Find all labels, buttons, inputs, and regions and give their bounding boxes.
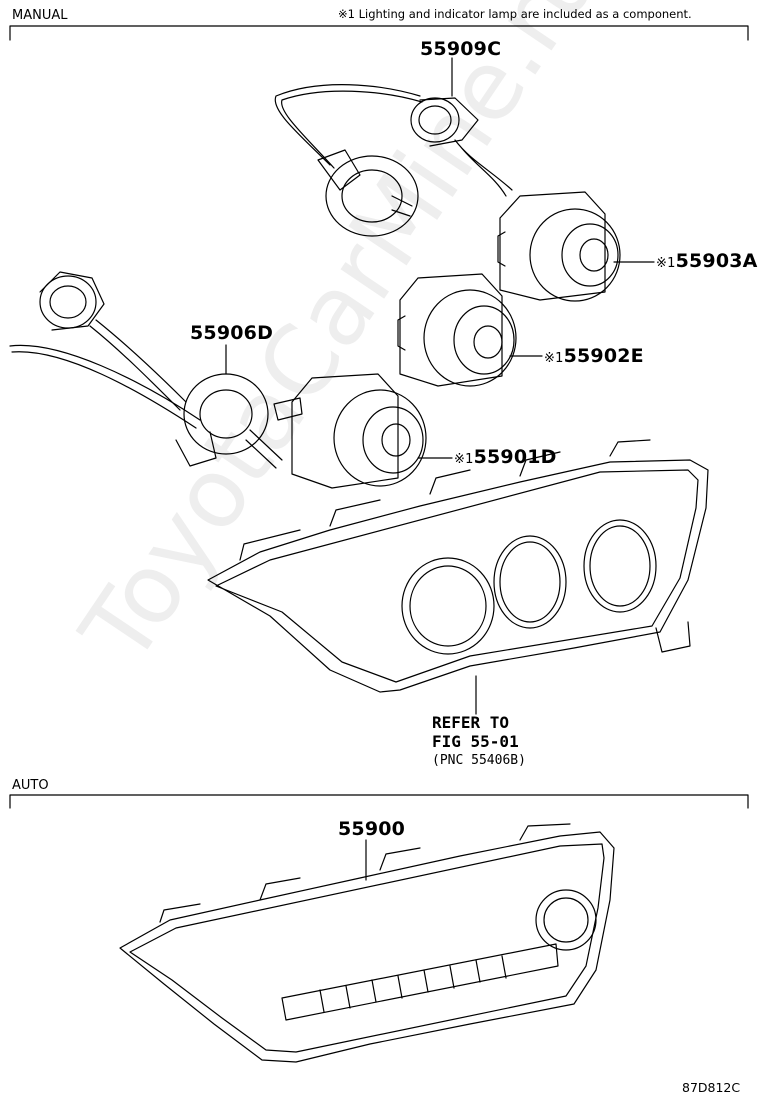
manual-frame	[9, 25, 749, 41]
component-mark: ※1	[544, 351, 564, 366]
part-number-55902e: ※155902E	[544, 345, 644, 367]
section-label-manual: MANUAL	[12, 8, 68, 23]
refer-line-3: (PNC 55406B)	[432, 753, 526, 768]
component-note: ※1 Lighting and indicator lamp are inclu…	[338, 7, 692, 21]
manual-panel	[207, 439, 709, 693]
part-number-55902e-text: 55902E	[563, 345, 644, 367]
wire-harness-55906d	[9, 271, 283, 469]
knob-55901d	[273, 373, 427, 489]
part-number-55900: 55900	[338, 818, 406, 840]
diagram-code: 87D812C	[682, 1080, 741, 1095]
part-number-55906d: 55906D	[190, 322, 274, 344]
part-number-55903a-text: 55903A	[675, 250, 758, 272]
knob-55902e	[397, 273, 517, 387]
refer-line-1: REFER TO	[432, 713, 510, 732]
component-mark: ※1	[454, 452, 474, 467]
refer-line-2: FIG 55-01	[432, 732, 519, 751]
component-mark: ※1	[656, 256, 676, 271]
part-number-55901d: ※155901D	[454, 446, 557, 468]
auto-frame	[9, 794, 749, 809]
part-number-55901d-text: 55901D	[473, 446, 557, 468]
part-number-55909c: 55909C	[420, 38, 502, 60]
part-number-55903a: ※155903A	[656, 250, 758, 272]
section-label-auto: AUTO	[12, 778, 49, 793]
wire-harness-55909c	[274, 84, 513, 237]
knob-55903a	[497, 191, 621, 302]
refer-to-block: REFER TO FIG 55-01 (PNC 55406B)	[432, 713, 526, 770]
auto-panel	[119, 823, 615, 1063]
